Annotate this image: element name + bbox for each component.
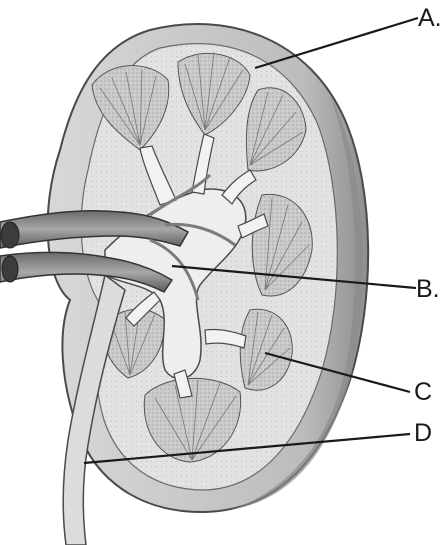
callout-label-a: A. xyxy=(418,6,442,31)
callout-label-d: D xyxy=(414,421,432,446)
vessel-cut-end-lower xyxy=(2,256,18,282)
callout-label-c: C xyxy=(414,380,432,405)
callout-line-a xyxy=(255,18,418,68)
callout-label-b: B. xyxy=(416,277,440,302)
vessel-cut-end-upper xyxy=(1,222,19,248)
